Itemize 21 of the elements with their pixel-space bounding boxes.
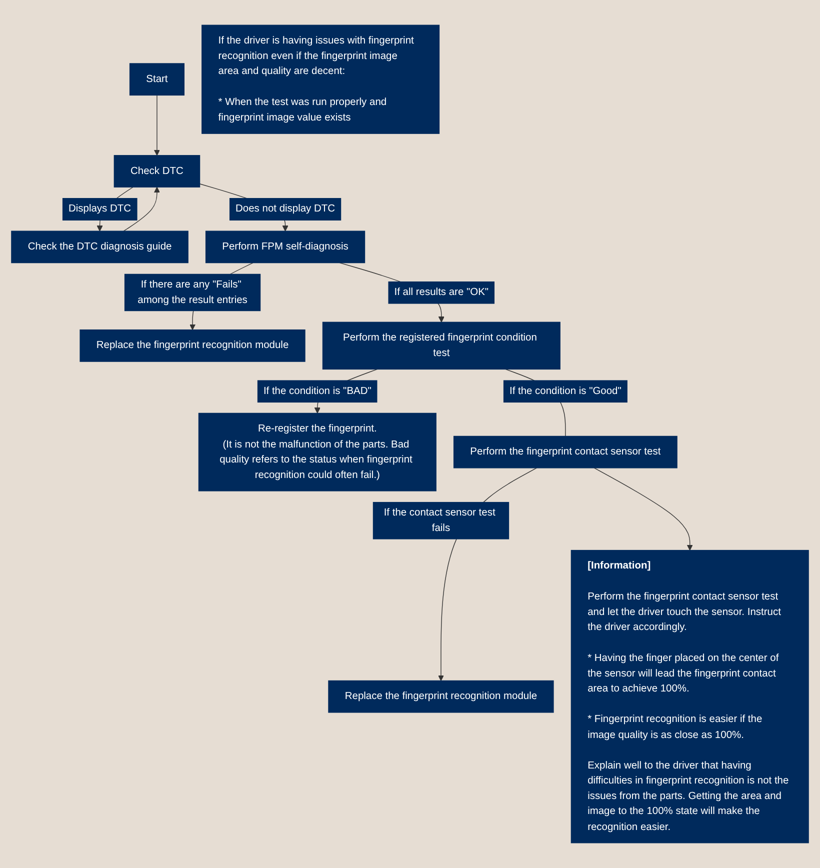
edge-label: Displays DTC [62, 198, 138, 220]
arrow [123, 186, 160, 232]
arrow [594, 468, 693, 551]
process-box: Replace the fingerprint recognition module [328, 680, 554, 713]
process-box: Replace the fingerprint recognition module [80, 329, 306, 362]
edge-label: If all results are "OK" [388, 281, 495, 304]
info-box: [Information] Perform the fingerprint contact sensor test and let the driver touch the sensor. Instruct the driver accordingly. * Having the finger placed on the center of the sensor will lead the fingerprint contact area to achieve 100%. * Fingerprint recognition is easier if the image quality is as close as 100%. Explain well to the driver that having difficulties in fingerprint recognition is not the issues from the parts. Getting the area and image to the 100% state will make the recognition easier. [570, 550, 809, 844]
edge-label: Does not display DTC [229, 198, 342, 220]
edge-label: If the condition is "Good" [503, 380, 628, 402]
process-box: Perform FPM self-diagnosis [205, 230, 366, 264]
process-box: Start [129, 63, 184, 96]
edge-label: If there are any "Fails" among the result entries [124, 274, 261, 312]
process-box: Re-register the fingerprint. (It is not the malfunction of the parts. Bad quality refers to the status when fingerprint recognition could often fail.) [198, 412, 436, 492]
process-box: Perform the fingerprint contact sensor test [453, 436, 678, 468]
process-box: Check DTC [114, 155, 200, 188]
edge-label: If the condition is "BAD" [257, 380, 378, 402]
edge-label: If the contact sensor test fails [372, 502, 510, 540]
arrow [154, 94, 160, 156]
process-box: Perform the registered fingerprint condition test [322, 322, 560, 370]
note-box: If the driver is having issues with fingerprint recognition even if the fingerprint image area and quality are decent: * When the test was run properly and fingerprint image value exists [202, 24, 440, 134]
process-box: Check the DTC diagnosis guide [11, 230, 188, 264]
